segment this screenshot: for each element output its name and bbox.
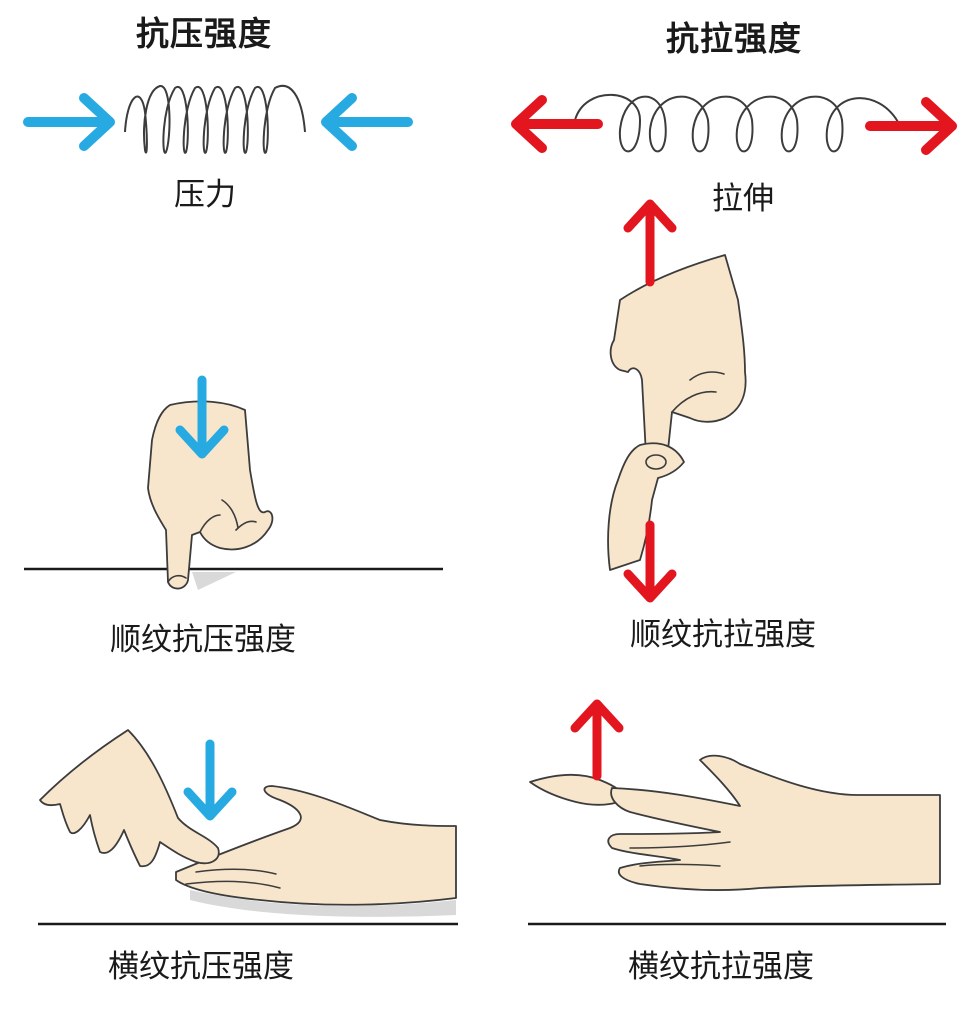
tension-spring-group bbox=[511, 93, 957, 155]
label-parallel-tension: 顺纹抗拉强度 bbox=[630, 617, 816, 653]
heading-compressive-strength: 抗压强度 bbox=[136, 14, 272, 53]
hand-pressing-down bbox=[147, 400, 274, 590]
flat-hand-lower bbox=[175, 785, 457, 906]
compression-spring-group bbox=[23, 85, 413, 154]
compression-arrow-right-icon bbox=[321, 93, 413, 151]
down-arrow-mid-left-icon bbox=[175, 375, 229, 459]
up-arrow-bottom-right-icon bbox=[570, 699, 624, 781]
flat-hand-lower-right bbox=[607, 754, 941, 891]
label-tension-stretch: 拉伸 bbox=[712, 181, 774, 217]
up-arrow-mid-right-icon bbox=[623, 199, 677, 287]
tension-spring-icon bbox=[574, 93, 899, 153]
shadow-bottom-left bbox=[190, 890, 456, 917]
label-compression-force: 压力 bbox=[174, 177, 236, 213]
tension-arrow-left-icon bbox=[511, 95, 603, 153]
compression-arrow-left-icon bbox=[23, 93, 115, 151]
heading-tensile-strength: 抗拉强度 bbox=[666, 19, 802, 58]
parallel-tension-illustration bbox=[607, 199, 747, 603]
perpendicular-compression-illustration bbox=[38, 729, 458, 926]
upper-hand-pulling bbox=[609, 254, 747, 468]
label-perpendicular-compression: 横纹抗压强度 bbox=[108, 949, 294, 985]
pressing-hand-upper bbox=[39, 729, 220, 868]
shadow-mid-left bbox=[192, 572, 236, 590]
down-arrow-bottom-left-icon bbox=[183, 739, 237, 821]
down-arrow-mid-right-icon bbox=[623, 520, 677, 603]
compression-spring-icon bbox=[124, 85, 306, 154]
perpendicular-tension-illustration bbox=[528, 699, 946, 926]
label-parallel-compression: 顺纹抗压强度 bbox=[110, 622, 296, 658]
label-perpendicular-tension: 横纹抗拉强度 bbox=[628, 949, 814, 985]
tension-arrow-right-icon bbox=[865, 97, 957, 155]
parallel-compression-illustration bbox=[24, 375, 443, 590]
lifting-fingers bbox=[529, 774, 624, 806]
